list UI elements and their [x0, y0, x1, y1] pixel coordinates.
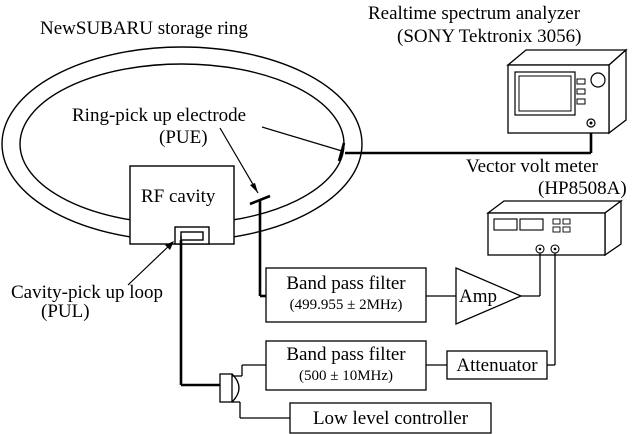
bpf2-box: [265, 340, 427, 391]
bpf1-range: (499.955 ± 2MHz): [289, 297, 403, 313]
pul-loop-inner: [180, 231, 204, 241]
spectrum-analyzer-model: (SONY Tektronix 3056): [397, 26, 582, 47]
attenuator-box: [446, 350, 548, 380]
pul-abbrev: (PUL): [41, 301, 90, 322]
spectrum-analyzer-device: [506, 48, 628, 135]
vector-volt-meter-model: (HP8508A): [538, 178, 627, 199]
llc-label: Low level controller: [312, 408, 469, 429]
pue-marker: [249, 194, 271, 206]
bpf2-title: Band pass filter: [286, 344, 406, 365]
vector-volt-meter-device: [486, 199, 623, 257]
amp-triangle: [455, 267, 523, 325]
pue-label: Ring-pick up electrode: [72, 105, 247, 126]
pul-label: Cavity-pick up loop: [11, 282, 163, 303]
ring-label: NewSUBARU storage ring: [40, 18, 248, 39]
rf-cavity-label: RF cavity: [141, 186, 216, 207]
bpf1-box: [265, 267, 427, 323]
amp-label: Amp: [459, 286, 497, 307]
bpf2-range: (500 ± 10MHz): [298, 368, 394, 384]
bpf1-title: Band pass filter: [286, 273, 406, 294]
pue-abbrev: (PUE): [159, 127, 208, 148]
spectrum-pickup-marker: [337, 142, 346, 162]
llc-box: [289, 402, 492, 434]
spectrum-analyzer-title: Realtime spectrum analyzer: [368, 3, 581, 24]
vector-volt-meter-title: Vector volt meter: [466, 156, 598, 177]
splitter: [219, 373, 240, 403]
attenuator-label: Attenuator: [456, 355, 538, 376]
